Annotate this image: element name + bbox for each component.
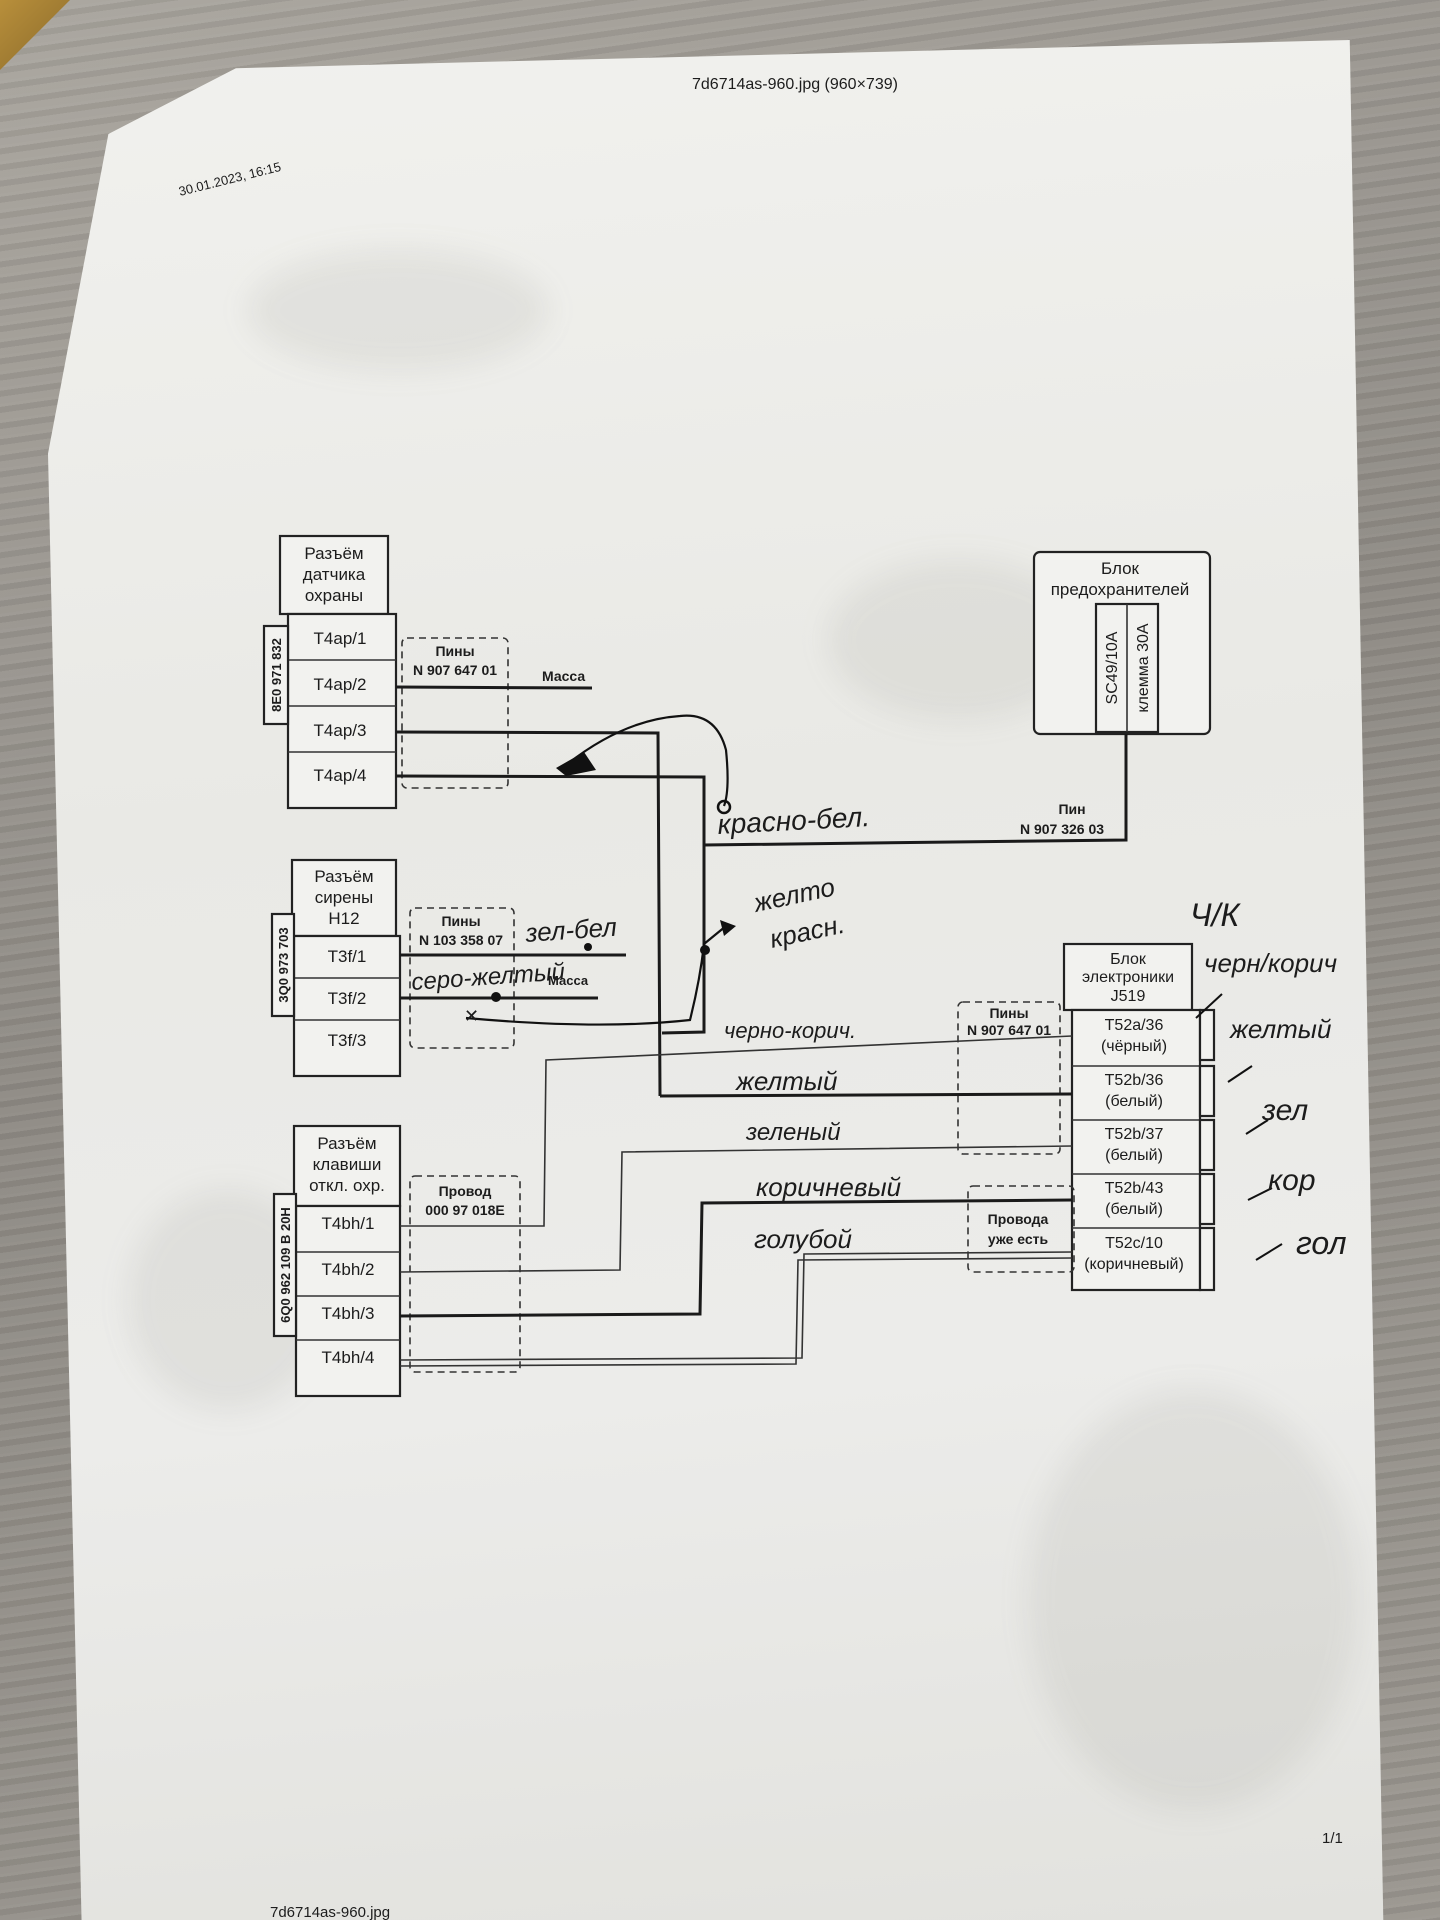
- switch-pin-3: T4bh/3: [322, 1304, 375, 1323]
- callout-pins-1: Пины N 907 647 01: [401, 637, 509, 789]
- hw-right-1b: черн/корич: [1204, 948, 1337, 978]
- sensor-pin-4: T4ap/4: [314, 766, 367, 785]
- hw-grey-yellow: серо-желтый: [411, 958, 566, 996]
- siren-part-number: 3Q0 973 703: [276, 927, 291, 1002]
- ecu-title-3: J519: [1111, 988, 1146, 1005]
- siren-title-3: H12: [328, 909, 359, 928]
- sensor-pin-2: T4ap/2: [314, 675, 367, 694]
- siren-connector: Разъём сирены H12 3Q0 973 703 T3f/1 T3f/…: [270, 858, 402, 1078]
- callout-pins-3: Пины N 907 647 01: [957, 1001, 1061, 1155]
- sensor-title-2: датчика: [303, 565, 366, 584]
- siren-title-1: Разъём: [314, 867, 373, 886]
- siren-pin-3: T3f/3: [328, 1031, 367, 1050]
- footer-filename: 7d6714as-960.jpg: [270, 1904, 390, 1920]
- hw-yellow-red-2: красн.: [767, 909, 847, 954]
- callout-pins-2: Пины N 103 358 07: [409, 907, 515, 1049]
- pin-fuse-part: N 907 326 03: [1020, 821, 1104, 837]
- ecu-title-2: электроники: [1082, 969, 1174, 986]
- callout-wires-exist: Провода уже есть: [967, 1185, 1075, 1273]
- hw-right-4: кор: [1268, 1164, 1316, 1197]
- hand-drawn-marks: ✕: [464, 714, 1283, 1261]
- callout-pins-3-part: N 907 647 01: [967, 1022, 1051, 1038]
- ecu-pin-1: T52a/36: [1105, 1017, 1164, 1034]
- callout-pins-1-title: Пины: [435, 643, 474, 659]
- cross-mark: ✕: [464, 1006, 479, 1026]
- ecu-pin-2-color: (белый): [1105, 1093, 1163, 1110]
- hw-brown: коричневый: [756, 1172, 901, 1202]
- fuse-block: Блок предохранителей SC49/10A клемма 30A: [1032, 550, 1212, 736]
- ecu-block: Блок электроники J519 T52a/36 (чёрный) T…: [1062, 942, 1216, 1292]
- hw-yellow-red-1: желто: [750, 871, 837, 918]
- ecu-title-1: Блок: [1110, 951, 1147, 968]
- sensor-part-number: 8E0 971 832: [269, 638, 284, 712]
- ecu-pin-5: T52c/10: [1105, 1235, 1163, 1252]
- print-timestamp: 30.01.2023, 16:15: [177, 159, 282, 199]
- hw-right-2: желтый: [1229, 1014, 1331, 1044]
- ecu-pin-1-color: (чёрный): [1101, 1038, 1167, 1055]
- mass-label-1: Масса: [542, 668, 585, 684]
- callout-pins-1-part: N 907 647 01: [413, 662, 497, 678]
- switch-part-number: 6Q0 962 109 B 20H: [278, 1207, 293, 1323]
- callout-pins-3-title: Пины: [989, 1005, 1028, 1021]
- switch-pin-2: T4bh/2: [322, 1260, 375, 1279]
- ecu-pin-3: T52b/37: [1105, 1126, 1164, 1143]
- switch-title-2: клавиши: [313, 1155, 382, 1174]
- sensor-pin-1: T4ap/1: [314, 629, 367, 648]
- switch-title-3: откл. охр.: [309, 1176, 385, 1195]
- hw-right-1: Ч/К: [1190, 897, 1241, 933]
- callout-wires-exist-title: Провода: [988, 1211, 1049, 1227]
- hw-yellow: желтый: [735, 1066, 837, 1096]
- switch-pin-4: T4bh/4: [322, 1348, 375, 1367]
- ecu-pin-2: T52b/36: [1105, 1072, 1164, 1089]
- fuse-inner-2: клемма 30A: [1135, 623, 1152, 713]
- mass-label-2: Масса: [548, 973, 589, 988]
- callout-wires-exist-sub: уже есть: [988, 1231, 1049, 1247]
- ecu-pin-4-color: (белый): [1105, 1201, 1163, 1218]
- hw-green: зеленый: [745, 1119, 841, 1146]
- hw-green-white: зел-бел: [523, 912, 618, 948]
- image-filename: 7d6714as-960.jpg (960×739): [692, 76, 898, 93]
- hw-right-3: зел: [1261, 1094, 1308, 1127]
- switch-connector: Разъём клавиши откл. охр. 6Q0 962 109 B …: [272, 1124, 402, 1398]
- callout-wire-title: Провод: [439, 1183, 492, 1199]
- callout-wire-part: 000 97 018E: [425, 1202, 504, 1218]
- hw-red-white: красно-бел.: [717, 801, 871, 840]
- hw-black-brown: черно-корич.: [724, 1018, 856, 1043]
- sensor-pin-3: T4ap/3: [314, 721, 367, 740]
- ecu-pin-3-color: (белый): [1105, 1147, 1163, 1164]
- hw-blue: голубой: [754, 1224, 852, 1254]
- sensor-title-1: Разъём: [304, 544, 363, 563]
- switch-title-1: Разъём: [317, 1134, 376, 1153]
- handwritten-labels: красно-бел. желто красн. зел-бел серо-же…: [411, 801, 1347, 1261]
- switch-pin-1: T4bh/1: [322, 1214, 375, 1233]
- siren-pin-2: T3f/2: [328, 989, 367, 1008]
- callout-wire: Провод 000 97 018E: [409, 1175, 521, 1373]
- ecu-pin-5-color: (коричневый): [1084, 1256, 1184, 1273]
- ecu-pin-4: T52b/43: [1105, 1180, 1164, 1197]
- fuse-inner-1: SC49/10A: [1104, 631, 1121, 704]
- fuse-title-2: предохранителей: [1051, 580, 1190, 599]
- printed-wires: [395, 685, 1128, 1367]
- hw-right-5: гол: [1296, 1225, 1347, 1261]
- callout-pins-2-title: Пины: [441, 913, 480, 929]
- page-number: 1/1: [1322, 1830, 1343, 1847]
- fuse-title-1: Блок: [1101, 559, 1140, 578]
- pin-fuse-label: Пин: [1058, 801, 1085, 817]
- siren-pin-1: T3f/1: [328, 947, 367, 966]
- siren-title-2: сирены: [315, 888, 374, 907]
- sensor-connector: Разъём датчика охраны 8E0 971 832 T4ap/1…: [262, 534, 398, 810]
- callout-pins-2-part: N 103 358 07: [419, 932, 503, 948]
- sensor-title-3: охраны: [305, 586, 363, 605]
